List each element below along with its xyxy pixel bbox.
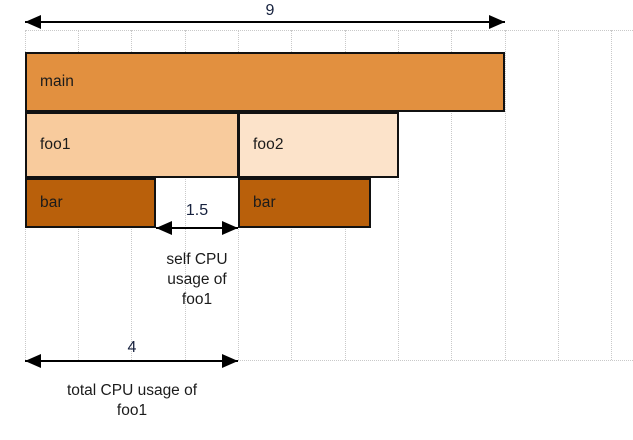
- grid-line-v: [185, 30, 186, 360]
- frame-label: foo2: [253, 136, 284, 153]
- frame-label: bar: [253, 194, 276, 211]
- caption-line: foo1: [181, 291, 213, 308]
- frame-label: bar: [40, 194, 63, 211]
- arrow-head-right-icon: [489, 14, 505, 29]
- grid-line-v: [505, 30, 506, 360]
- frame-bar-right[interactable]: bar: [238, 178, 371, 228]
- grid-baseline: [25, 360, 633, 361]
- frame-foo2[interactable]: foo2: [238, 112, 399, 178]
- arrow-head-right-icon: [222, 220, 238, 235]
- arrow-head-left-icon: [156, 220, 172, 235]
- caption-line: self CPU: [166, 251, 228, 268]
- arrow-shaft: [25, 360, 238, 362]
- frame-label: foo1: [40, 136, 71, 153]
- arrow-head-right-icon: [222, 353, 238, 368]
- caption-line: foo1: [116, 402, 148, 419]
- arrow-head-left-icon: [25, 353, 41, 368]
- caption-line: usage of: [167, 271, 227, 288]
- frame-foo1[interactable]: foo1: [25, 112, 239, 178]
- grid-line-v: [398, 30, 399, 360]
- self-cpu-value: 1.5: [185, 202, 209, 219]
- frame-main[interactable]: main: [25, 52, 505, 112]
- arrow-head-left-icon: [25, 14, 41, 29]
- grid-line-v: [611, 30, 612, 360]
- total-cpu-value: 4: [127, 339, 137, 356]
- total-width-value: 9: [265, 2, 275, 19]
- arrow-shaft: [25, 21, 505, 23]
- self-cpu-caption: self CPU usage of foo1: [137, 250, 257, 310]
- frame-label: main: [40, 73, 74, 90]
- grid-line-v: [451, 30, 452, 360]
- arrow-shaft: [156, 227, 238, 229]
- frame-bar-left[interactable]: bar: [25, 178, 156, 228]
- total-cpu-caption: total CPU usage of foo1: [22, 381, 242, 421]
- caption-line: total CPU usage of: [66, 382, 198, 399]
- grid-line-v: [558, 30, 559, 360]
- grid-baseline: [25, 30, 633, 31]
